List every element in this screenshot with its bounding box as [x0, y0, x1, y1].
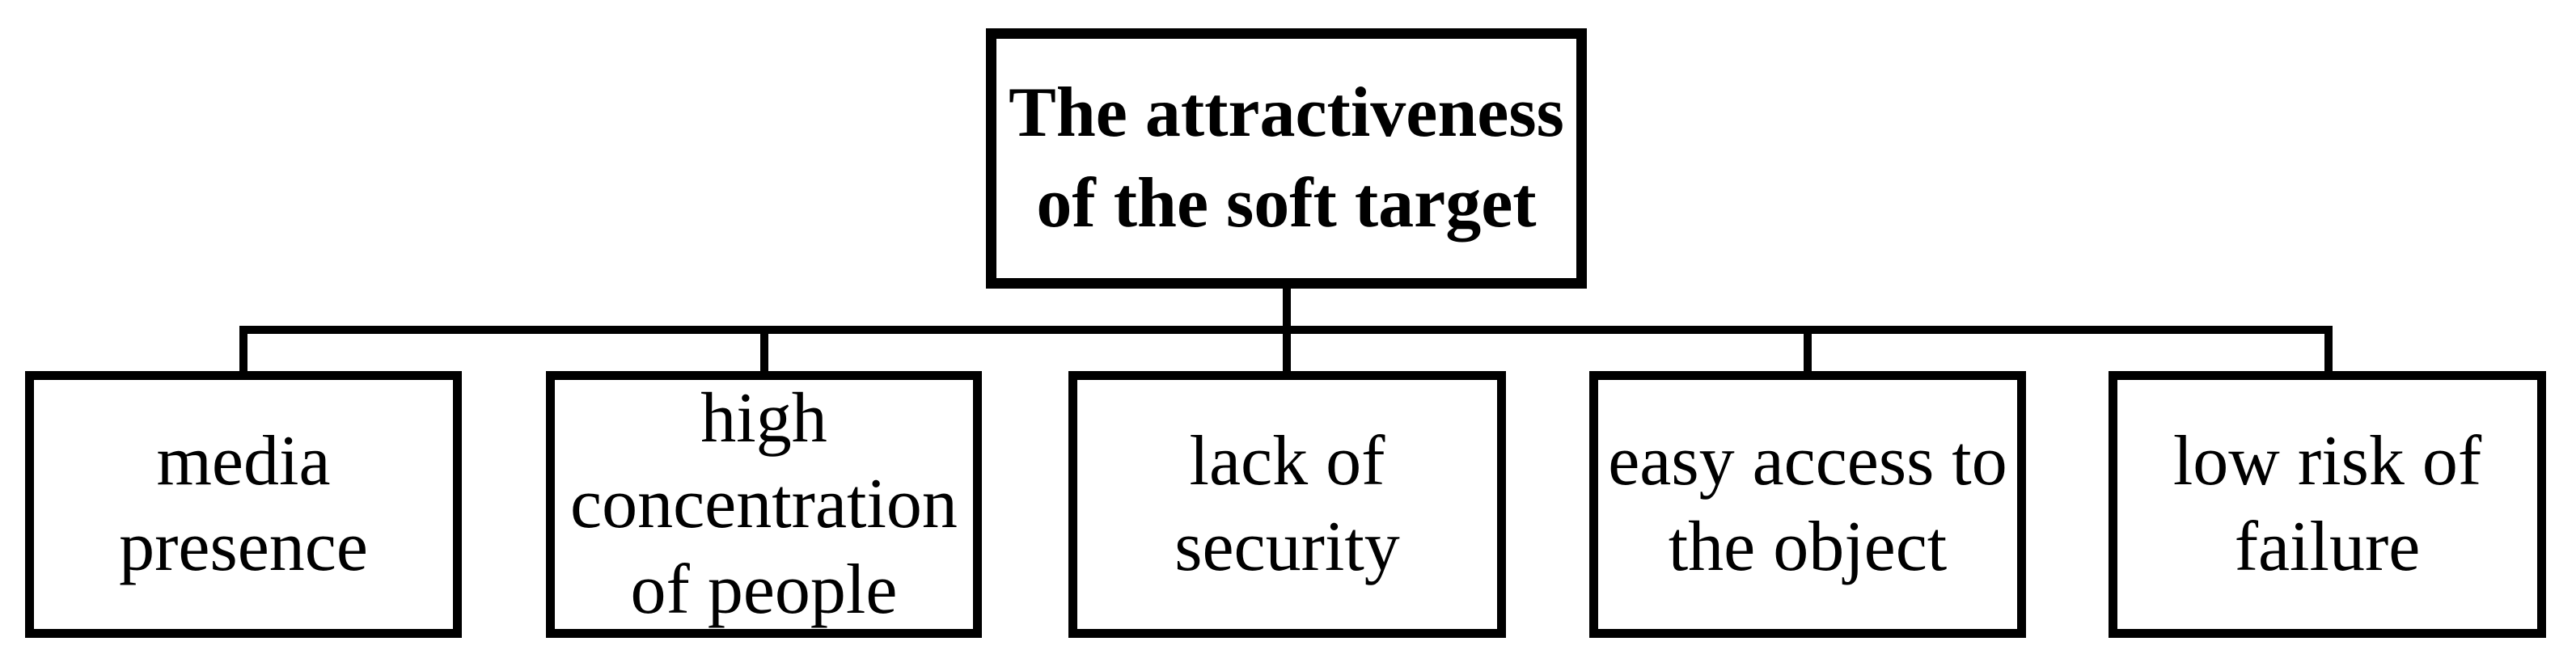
connector-hbar: [239, 326, 2333, 334]
child-node-label-media-presence: media presence: [119, 422, 368, 586]
child-node-label-lack-of-security: lack of security: [1174, 422, 1400, 586]
child-node-label-easy-access: easy access to the object: [1608, 422, 2007, 586]
root-node-label: The attractiveness of the soft target: [1009, 74, 1564, 243]
child-node-media-presence: media presence: [25, 371, 462, 638]
root-node: The attractiveness of the soft target: [986, 28, 1587, 289]
connector-stub-high-concentration: [760, 326, 768, 376]
child-node-easy-access: easy access to the object: [1589, 371, 2026, 638]
connector-stub-low-risk: [2324, 326, 2333, 376]
connector-stub-easy-access: [1804, 326, 1812, 376]
child-node-label-low-risk-of-failure: low risk of failure: [2172, 422, 2482, 586]
connector-stub-media-presence: [239, 326, 247, 376]
child-node-label-high-concentration: high concentration of people: [570, 379, 958, 629]
child-node-high-concentration: high concentration of people: [546, 371, 982, 638]
child-node-lack-of-security: lack of security: [1068, 371, 1506, 638]
child-node-low-risk-of-failure: low risk of failure: [2109, 371, 2546, 638]
